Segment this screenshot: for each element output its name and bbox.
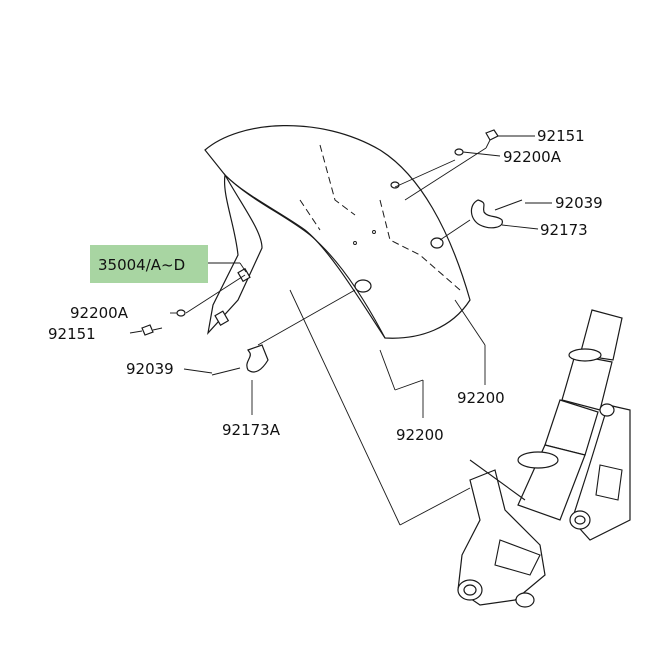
label-bolt-center-lower[interactable]: 92200 <box>396 426 444 444</box>
clamp-right-part <box>470 199 503 229</box>
label-clamp-right[interactable]: 92173 <box>540 221 588 239</box>
label-clip-left[interactable]: 92039 <box>126 360 174 378</box>
label-washer-left[interactable]: 92200A <box>70 304 129 322</box>
clip-left-part <box>211 367 241 376</box>
label-clamp-left[interactable]: 92173A <box>222 421 281 439</box>
label-washer-top[interactable]: 92200A <box>503 148 562 166</box>
fender-callout-highlight <box>90 245 208 283</box>
bolt-left-part <box>141 324 163 336</box>
label-bolt-top[interactable]: 92151 <box>537 127 585 145</box>
label-fender-assembly[interactable]: 35004/A~D <box>98 256 185 274</box>
washer-left-part <box>176 309 186 317</box>
washer-top-part <box>454 148 464 156</box>
label-bolt-right-lower[interactable]: 92200 <box>457 389 505 407</box>
leader-lines <box>129 135 552 526</box>
clip-right-part <box>494 199 523 211</box>
label-bolt-left[interactable]: 92151 <box>48 325 96 343</box>
clamp-left-part <box>246 344 269 373</box>
bolt-top-part <box>485 129 499 149</box>
label-clip-right[interactable]: 92039 <box>555 194 603 212</box>
front-fender <box>204 125 471 339</box>
front-fork <box>457 309 631 608</box>
